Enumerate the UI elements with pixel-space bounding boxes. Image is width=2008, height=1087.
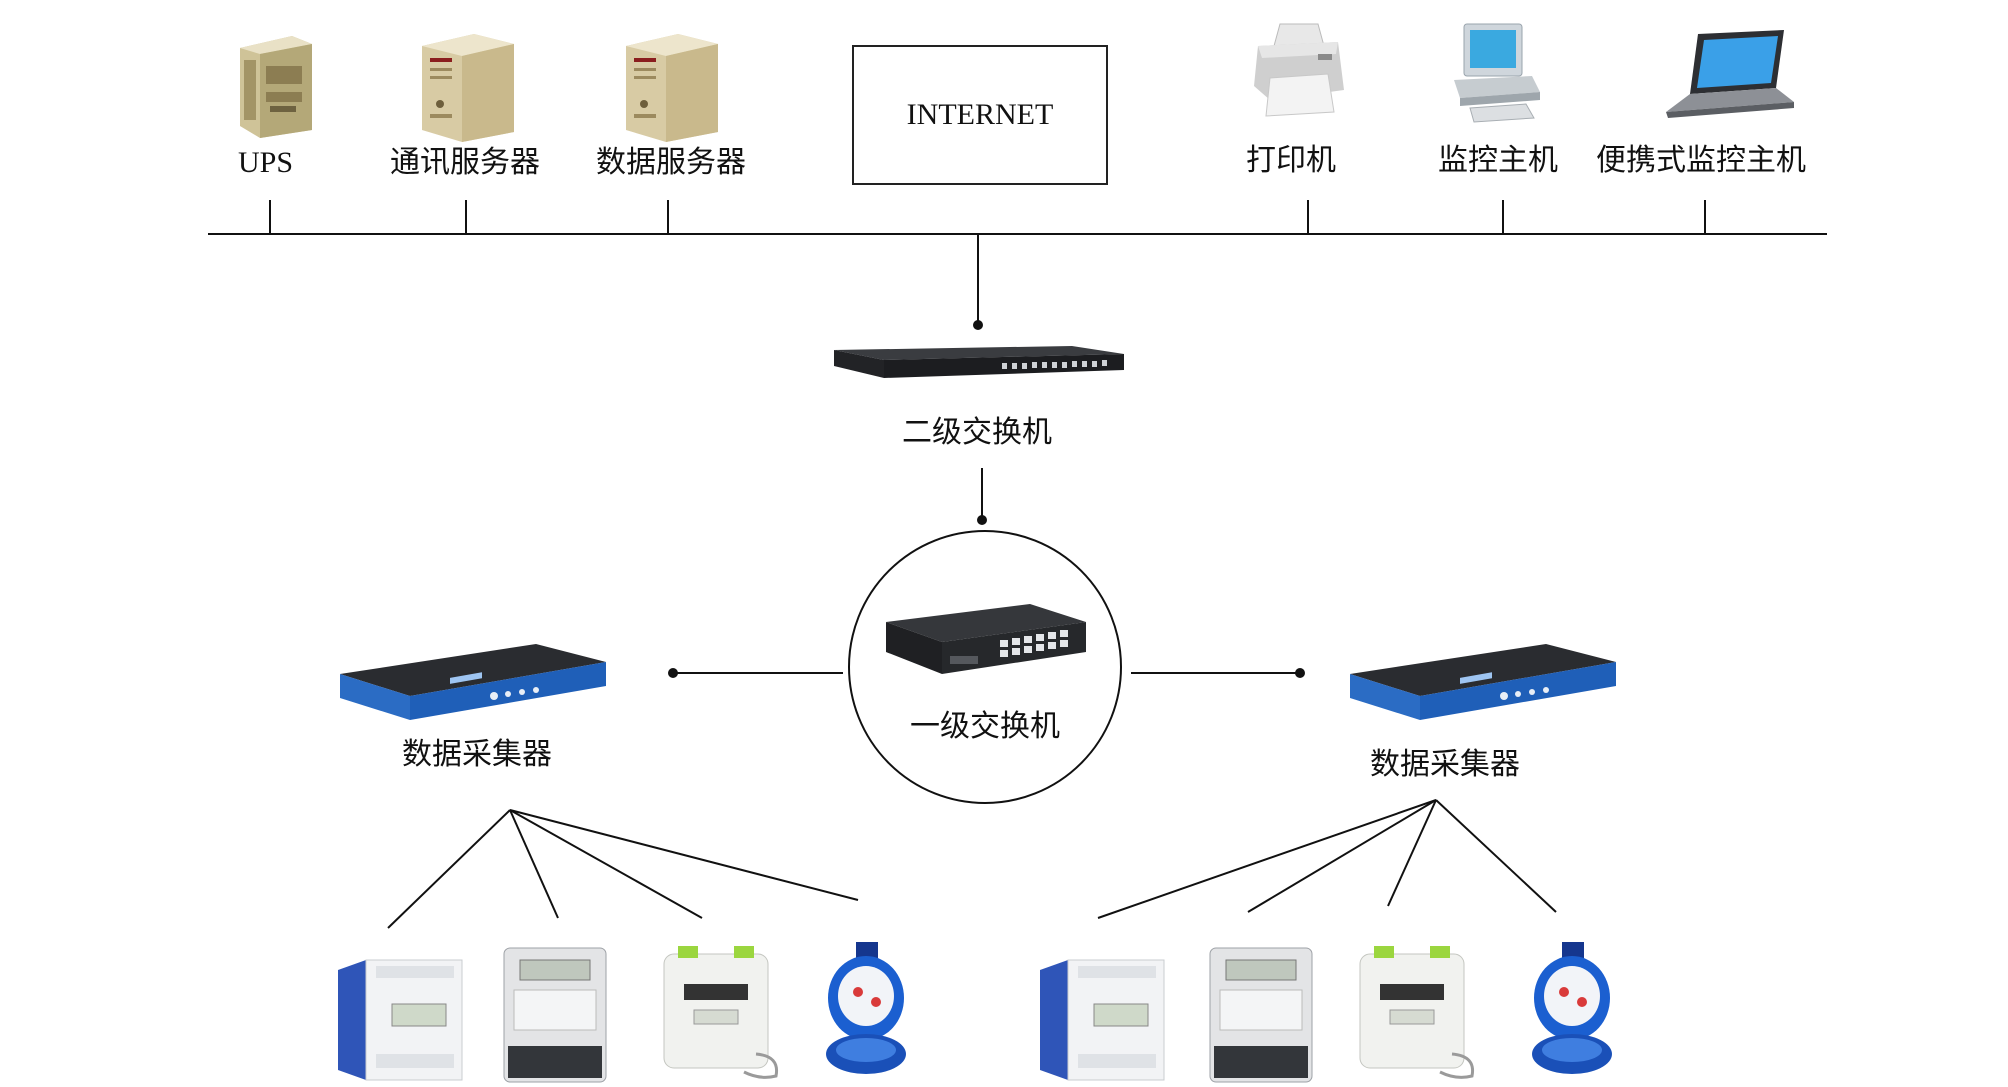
water-meter-icon bbox=[1532, 942, 1612, 1074]
junction-dot-left-collector bbox=[668, 668, 678, 678]
data-server-icon bbox=[626, 34, 718, 142]
right-fan-water bbox=[1435, 799, 1557, 913]
right-collector-label: 数据采集器 bbox=[1370, 747, 1520, 782]
ups-cabinet-icon bbox=[240, 36, 312, 138]
rack-switch-icon bbox=[834, 346, 1124, 378]
right-fan-electric2 bbox=[1247, 799, 1437, 913]
left-fan-electric2 bbox=[509, 809, 559, 919]
portable-monitor-label: 便携式监控主机 bbox=[1596, 143, 1806, 178]
left-collector-label: 数据采集器 bbox=[402, 737, 552, 772]
left-fan-gas bbox=[509, 809, 703, 919]
electric-meter-icon bbox=[338, 959, 463, 1081]
monitor-host-label: 监控主机 bbox=[1438, 143, 1558, 178]
desktop-computer-icon bbox=[1454, 23, 1540, 123]
right-fan-electric1 bbox=[1097, 799, 1437, 919]
data-server-label: 数据服务器 bbox=[596, 145, 746, 180]
level1-switch-label: 一级交换机 bbox=[910, 709, 1060, 744]
electric-meter-icon bbox=[1040, 959, 1165, 1081]
data-collector-icon-right bbox=[1350, 644, 1616, 720]
electric-meter-icon bbox=[1209, 947, 1313, 1083]
internet-box: INTERNET bbox=[852, 45, 1108, 185]
electric-meter-icon bbox=[503, 947, 607, 1083]
printer-icon bbox=[1254, 23, 1344, 117]
left-fan-electric1 bbox=[387, 809, 511, 929]
internet-label: INTERNET bbox=[906, 98, 1054, 131]
gas-meter-icon bbox=[1359, 946, 1475, 1079]
right-fan-gas bbox=[1387, 799, 1437, 907]
ups-label: UPS bbox=[238, 146, 294, 179]
junction-dot-right-collector bbox=[1295, 668, 1305, 678]
printer-label: 打印机 bbox=[1246, 143, 1336, 178]
left-fan-water bbox=[509, 809, 859, 901]
level2-switch-label: 二级交换机 bbox=[902, 415, 1052, 450]
water-meter-icon bbox=[826, 942, 906, 1074]
comm-server-label: 通讯服务器 bbox=[390, 145, 540, 180]
junction-dot-level2-top bbox=[973, 320, 983, 330]
gas-meter-icon bbox=[663, 946, 779, 1079]
desktop-switch-icon bbox=[886, 604, 1086, 674]
data-collector-icon-left bbox=[340, 644, 606, 720]
level1-switch-circle bbox=[848, 530, 1122, 804]
comm-server-icon bbox=[422, 34, 514, 142]
laptop-icon bbox=[1666, 30, 1794, 118]
junction-dot-level1-top bbox=[977, 515, 987, 525]
